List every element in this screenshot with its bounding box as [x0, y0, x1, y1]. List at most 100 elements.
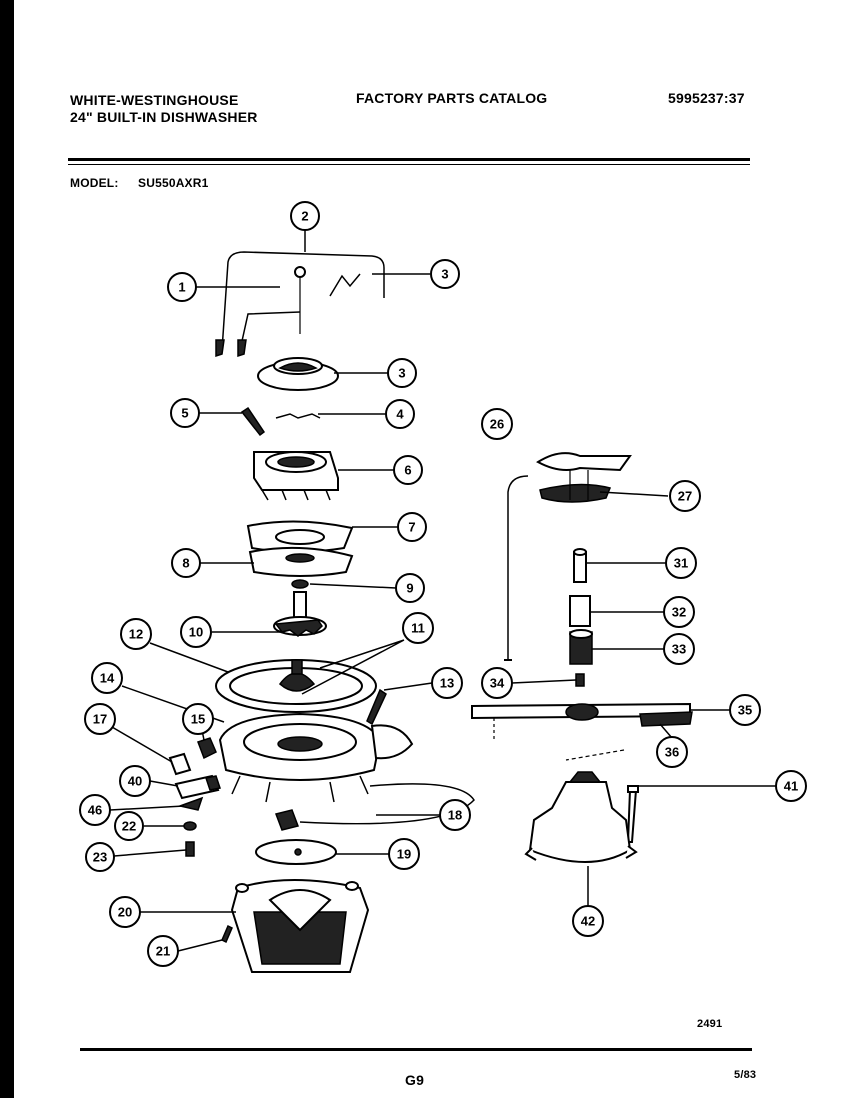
- callout-14: 14: [91, 662, 123, 694]
- svg-text:11: 11: [411, 621, 425, 636]
- part-10-impeller: [273, 591, 327, 637]
- page-code: G9: [405, 1072, 425, 1088]
- svg-text:34: 34: [490, 676, 505, 691]
- catalog-title: FACTORY PARTS CATALOG: [356, 90, 548, 106]
- callout-13: 13: [431, 667, 463, 699]
- svg-text:17: 17: [93, 712, 107, 727]
- svg-text:18: 18: [448, 808, 462, 823]
- part-20-motor: [230, 879, 370, 973]
- callout-33: 33: [663, 633, 695, 665]
- svg-text:20: 20: [118, 905, 132, 920]
- part-33-bearing: [569, 629, 593, 665]
- svg-text:26: 26: [490, 417, 504, 432]
- svg-text:36: 36: [665, 745, 679, 760]
- callout-4: 4: [385, 399, 415, 429]
- part-22-washer: [183, 821, 197, 831]
- part-9-seal: [291, 579, 309, 589]
- part-17-fitting: [168, 752, 192, 776]
- callout-1: 1: [167, 272, 197, 302]
- svg-text:40: 40: [128, 774, 142, 789]
- svg-text:6: 6: [404, 463, 411, 478]
- drawing-reference-number: 2491: [697, 1018, 723, 1030]
- callout-20: 20: [109, 896, 141, 928]
- part-34-nut: [575, 673, 585, 687]
- svg-text:46: 46: [88, 803, 102, 818]
- svg-text:22: 22: [122, 819, 136, 834]
- svg-text:12: 12: [129, 627, 143, 642]
- callout-22: 22: [114, 811, 144, 841]
- svg-text:23: 23: [93, 850, 107, 865]
- part-2-spray-tube: [215, 251, 385, 358]
- svg-text:21: 21: [156, 944, 170, 959]
- catalog-number: 5995237:37: [668, 90, 745, 106]
- catalog-sheet: WHITE-WESTINGHOUSE 24" BUILT-IN DISHWASH…: [14, 0, 864, 1098]
- callout-15: 15: [182, 703, 214, 735]
- svg-text:8: 8: [182, 556, 189, 571]
- callout-31: 31: [665, 547, 697, 579]
- part-12-pump-housing: [215, 659, 377, 713]
- part-13-screw: [366, 688, 387, 726]
- product-name: 24" BUILT-IN DISHWASHER: [70, 109, 258, 125]
- callout-9: 9: [395, 573, 425, 603]
- part-19-motor-plate: [255, 839, 337, 865]
- part-18-drain-hose: [275, 783, 475, 831]
- callout-40: 40: [119, 765, 151, 797]
- callout-5: 5: [170, 398, 200, 428]
- callout-18: 18: [439, 799, 471, 831]
- part-23-screw: [185, 841, 195, 857]
- svg-text:7: 7: [408, 520, 415, 535]
- callout-21: 21: [147, 935, 179, 967]
- part-41-screw: [626, 785, 639, 843]
- svg-text:3: 3: [441, 267, 448, 282]
- part-31-shaft: [573, 548, 587, 583]
- callout-17: 17: [84, 703, 116, 735]
- callout-3-upper: 3: [430, 259, 460, 289]
- svg-text:13: 13: [440, 676, 454, 691]
- header-rule-thin: [68, 164, 750, 165]
- callout-46: 46: [79, 794, 111, 826]
- part-15-valve: [197, 737, 217, 760]
- svg-text:9: 9: [406, 581, 413, 596]
- svg-text:1: 1: [178, 280, 185, 295]
- part-4-clip: [275, 413, 321, 419]
- svg-text:41: 41: [784, 779, 798, 794]
- part-14-pump-base: [218, 712, 414, 803]
- svg-text:35: 35: [738, 703, 752, 718]
- svg-text:14: 14: [100, 671, 115, 686]
- part-6-pump-cover: [253, 451, 339, 501]
- callout-42: 42: [572, 905, 604, 937]
- callout-19: 19: [388, 838, 420, 870]
- part-46-clamp: [177, 796, 204, 811]
- sheet-date: 5/83: [734, 1069, 757, 1081]
- svg-text:5: 5: [181, 406, 188, 421]
- dashed-guide: [565, 749, 625, 761]
- part-32-coupling: [569, 595, 591, 627]
- callout-12: 12: [120, 618, 152, 650]
- part-8-gasket: [248, 546, 354, 577]
- svg-text:15: 15: [191, 712, 205, 727]
- svg-text:19: 19: [397, 847, 411, 862]
- svg-text:3: 3: [398, 366, 405, 381]
- callout-23: 23: [85, 842, 115, 872]
- svg-text:4: 4: [396, 407, 404, 422]
- part-42-motor-cover: [524, 771, 638, 863]
- part-36-deflector: [639, 711, 693, 727]
- model-number: SU550AXR1: [138, 176, 209, 190]
- model-label: MODEL:: [70, 176, 119, 190]
- callout-8: 8: [171, 548, 201, 578]
- svg-text:42: 42: [581, 914, 595, 929]
- leader-lines: [109, 230, 776, 952]
- svg-text:31: 31: [674, 556, 688, 571]
- footer-rule: [80, 1048, 752, 1051]
- callout-41: 41: [775, 770, 807, 802]
- part-21-screw: [221, 924, 233, 944]
- part-27-upper-spray-arm: [536, 452, 632, 503]
- callout-3-lower: 3: [387, 358, 417, 388]
- svg-text:27: 27: [678, 489, 692, 504]
- part-40-hose: [174, 774, 221, 800]
- svg-text:2: 2: [301, 209, 308, 224]
- callout-32: 32: [663, 596, 695, 628]
- callout-11: 11: [402, 612, 434, 644]
- part-5-screw: [240, 406, 266, 437]
- callout-36: 36: [656, 736, 688, 768]
